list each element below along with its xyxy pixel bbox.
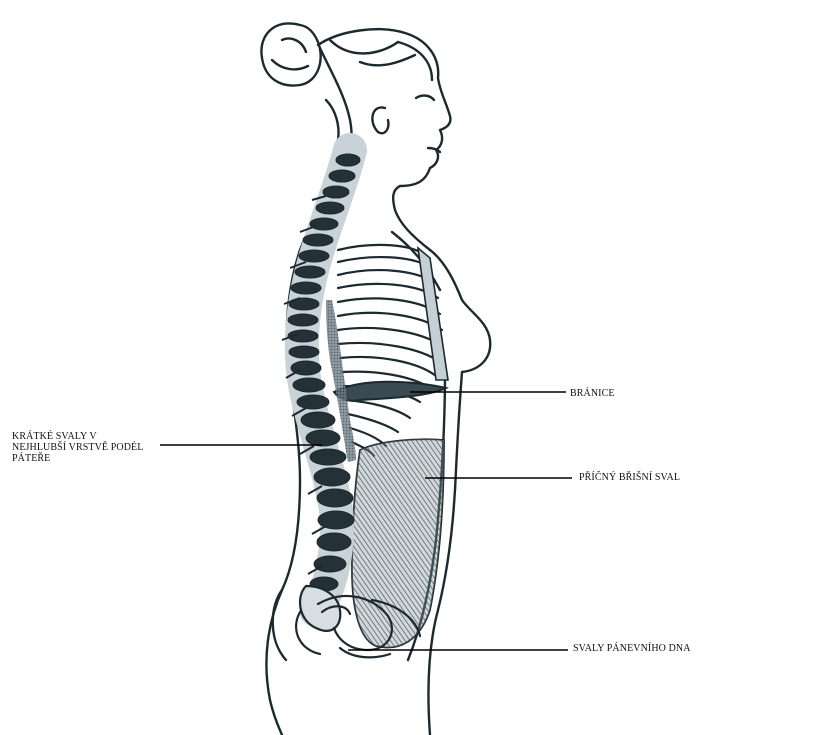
label-pelvic-floor: SVALY PÁNEVNÍHO DNA [573,643,691,654]
label-transverse-abdominis: PŘÍČNÝ BŘIŠNÍ SVAL [579,472,680,483]
sternum [418,248,448,380]
label-diaphragm: BRÁNICE [570,388,615,399]
spine [282,150,360,610]
eye [416,96,434,100]
label-deep-spinal-muscles: KRÁTKÉ SVALY V NEJHLUBŠÍ VRSTVĚ PODÉL PÁ… [12,431,143,464]
label-deep-spinal-line-1: KRÁTKÉ SVALY V [12,431,143,442]
label-deep-spinal-line-3: PÁTEŘE [12,453,143,464]
hair-bun [261,23,320,85]
ear [372,107,388,133]
label-deep-spinal-line-2: NEJHLUBŠÍ VRSTVĚ PODÉL [12,442,143,453]
